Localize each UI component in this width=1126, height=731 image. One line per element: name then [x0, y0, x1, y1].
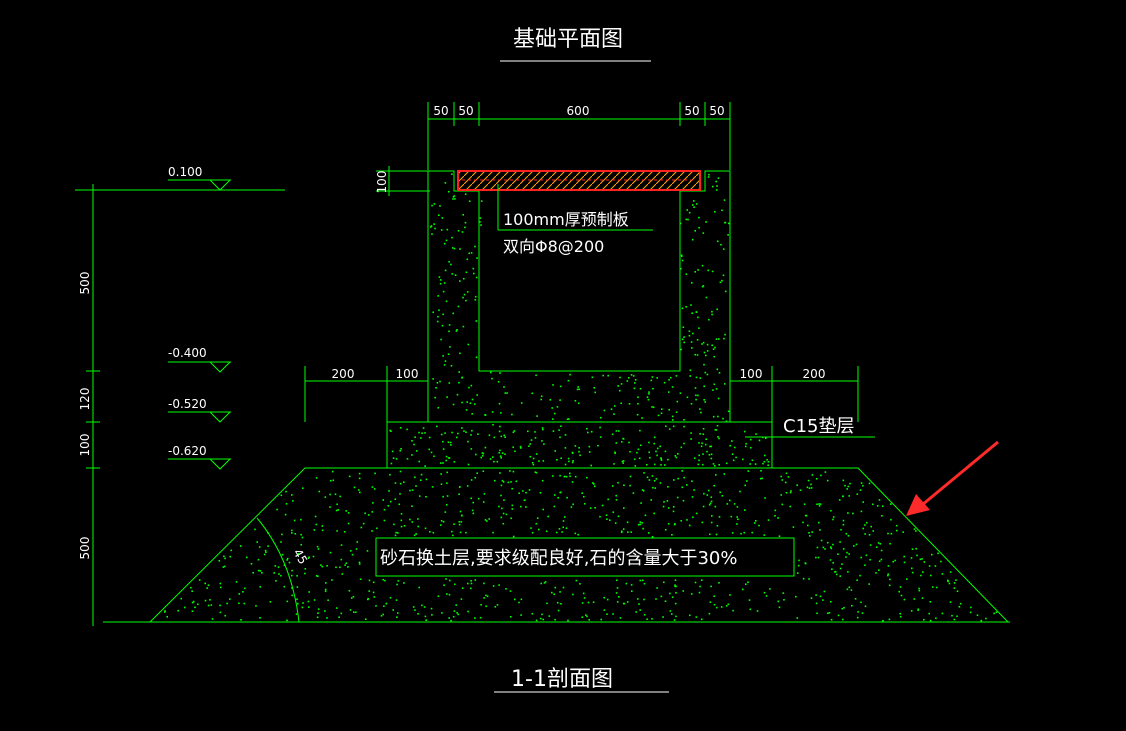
vdim-3: 100: [78, 434, 92, 457]
elevation-label-1: 0.100: [168, 165, 202, 179]
channel-walls: [427, 170, 731, 423]
backfill-label: 砂石换土层,要求级配良好,石的含量大于30%: [380, 548, 737, 569]
c15-cushion: [386, 421, 773, 469]
dim-left-200: 200: [332, 367, 355, 381]
slab-thickness-label: 100: [375, 171, 389, 194]
slab-note-line2: 双向Φ8@200: [503, 237, 604, 256]
precast-slab: [457, 170, 701, 191]
side-dimension-right: 100 200: [730, 366, 859, 422]
vdim-1: 500: [78, 272, 92, 295]
dim-top-2: 50: [458, 104, 473, 118]
elevation-0520: -0.520: [168, 397, 231, 423]
vertical-dimension-chain: 500 120 100 500: [78, 184, 100, 626]
elevation-label-4: -0.620: [168, 444, 207, 458]
backfill-note: 砂石换土层,要求级配良好,石的含量大于30%: [375, 537, 795, 577]
top-title: 基础平面图: [513, 27, 623, 52]
cushion-label: C15垫层: [783, 416, 854, 437]
vdim-2: 120: [78, 388, 92, 411]
sand-gravel-layer: [148, 467, 1010, 623]
dim-top-1: 50: [433, 104, 448, 118]
pointer-arrow-icon: [906, 440, 999, 516]
dim-top-5: 50: [709, 104, 724, 118]
slab-note-line1: 100mm厚预制板: [503, 210, 629, 229]
elevation-0620: -0.620: [168, 444, 231, 470]
elevation-0400: -0.400: [168, 346, 231, 373]
slab-note: 100mm厚预制板 双向Φ8@200: [497, 184, 653, 256]
angle-mark: 45: [256, 517, 310, 623]
dim-top-3: 600: [567, 104, 590, 118]
dim-right-100: 100: [740, 367, 763, 381]
angle-label: 45: [290, 547, 310, 567]
slab-thickness-dim: 100: [375, 166, 430, 196]
side-dimension-left: 200 100: [304, 366, 429, 422]
vdim-4: 500: [78, 537, 92, 560]
bottom-title: 1-1剖面图: [511, 667, 613, 692]
dim-right-200: 200: [803, 367, 826, 381]
elevation-label-2: -0.400: [168, 346, 207, 360]
cushion-note: C15垫层: [745, 416, 875, 438]
elevation-label-3: -0.520: [168, 397, 207, 411]
dim-left-100: 100: [396, 367, 419, 381]
concrete-speckle: [164, 173, 998, 622]
dim-top-4: 50: [684, 104, 699, 118]
elevation-0100: 0.100: [75, 165, 285, 191]
top-dimension-chain: 50 50 600 50 50: [427, 102, 731, 170]
